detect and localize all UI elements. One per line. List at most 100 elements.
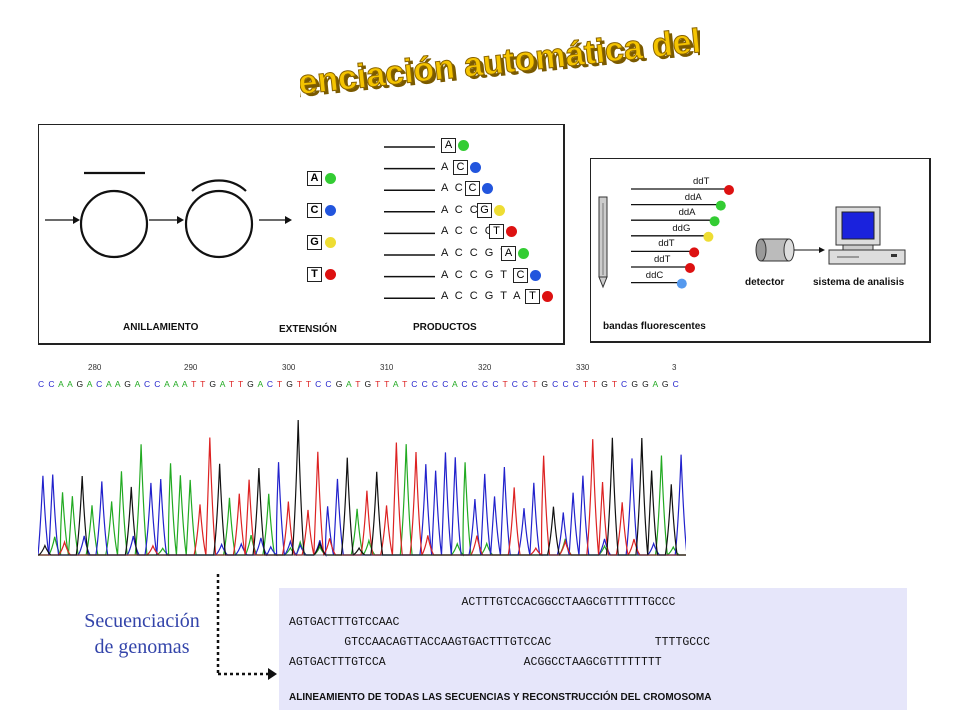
trace-c — [38, 452, 686, 557]
base-call: C — [154, 379, 165, 389]
base-call: T — [200, 379, 210, 389]
band-dot-icon — [703, 231, 714, 242]
base-call: G — [642, 379, 653, 389]
base-call: C — [471, 379, 483, 389]
page-title: Secuenciación automática del ADN Secuenc… — [215, 13, 787, 113]
base-call: A — [452, 379, 462, 389]
base-call: A — [181, 379, 192, 389]
base-call: G — [541, 379, 553, 389]
genome-alignment-box: ACTTTGTCCACGGCCTAAGCGTTTTTTGCCC AGTGACTT… — [279, 588, 907, 710]
terminal-base: T — [489, 224, 504, 240]
alignment-line: AGTGACTTTGTCCAAC — [289, 616, 400, 629]
fluorescent-dot-icon — [494, 204, 505, 216]
band-dot-icon — [715, 200, 726, 211]
base-call: T — [228, 379, 238, 389]
base-call: C — [266, 379, 277, 389]
annealed-primer — [191, 179, 247, 192]
product-sequence: A C C — [441, 203, 480, 216]
genome-sequencing-label: Secuenciación de genomas — [62, 608, 222, 660]
band-label: ddA — [684, 191, 702, 203]
annealing-label: ANILLAMIENTO — [123, 322, 199, 333]
base-call: G — [124, 379, 135, 389]
trace-a — [38, 444, 686, 557]
alignment-line: AGTGACTTTGTCCA ACGGCCTAAGCGTTTTTTTT — [289, 656, 662, 669]
template-circle-2 — [184, 189, 254, 259]
terminal-base: A — [501, 246, 516, 261]
base-call-sequence: C C A A G A C A A G A C C A A A T T G A … — [38, 379, 698, 393]
base-call: G — [661, 379, 673, 389]
base-call: C — [572, 379, 583, 389]
base-call: C — [143, 379, 155, 389]
band-dot-icon — [724, 185, 734, 195]
base-call: T — [611, 379, 622, 389]
base-call: C — [511, 379, 523, 389]
base-legend-t: T — [307, 267, 322, 282]
base-call: A — [58, 379, 68, 389]
alignment-line: ACTTTGTCCACGGCCTAAGCGTTTTTTGCCC — [289, 596, 676, 609]
base-call: T — [355, 379, 365, 389]
trace-g — [38, 419, 686, 556]
detector-label: detector — [745, 277, 785, 288]
system-label: sistema de analisis — [813, 277, 905, 288]
base-call: G — [335, 379, 347, 389]
ruler-number: 280 — [88, 363, 102, 372]
bands-label: bandas fluorescentes — [603, 321, 706, 332]
base-dot-icon — [325, 269, 336, 280]
alignment-caption: ALINEAMIENTO DE TODAS LAS SECUENCIAS Y R… — [289, 692, 712, 703]
computer-icon — [828, 206, 906, 265]
band-label: ddG — [672, 222, 691, 234]
terminal-base: C — [453, 159, 468, 175]
base-call: A — [392, 379, 403, 389]
base-call: A — [652, 379, 662, 389]
base-call: A — [164, 379, 173, 389]
base-call: G — [247, 379, 258, 389]
base-call: C — [431, 379, 443, 389]
band-dot-icon — [689, 247, 700, 258]
fluorescent-dot-icon — [470, 161, 481, 173]
base-call: C — [552, 379, 563, 389]
band-label: ddC — [645, 269, 664, 281]
ruler-number: 290 — [184, 363, 198, 372]
sequence-ruler: 280 290 300 310 320 330 3 — [38, 363, 698, 377]
detector-icon — [755, 238, 795, 262]
fluorescent-dot-icon — [482, 183, 493, 195]
ruler-number: 3 — [672, 363, 677, 372]
base-call: A — [219, 379, 229, 389]
terminal-base: C — [465, 181, 480, 197]
product-sequence: A C — [441, 182, 465, 195]
terminal-base: T — [525, 289, 540, 305]
fluorescent-dot-icon — [458, 140, 469, 151]
base-call: A — [257, 379, 267, 389]
genome-label-line2: de genomas — [94, 636, 190, 658]
template-circle-1 — [79, 189, 149, 259]
base-call: A — [346, 379, 356, 389]
base-call: G — [631, 379, 643, 389]
base-legend-g: G — [307, 235, 322, 250]
base-call: C — [482, 379, 493, 389]
base-call: C — [411, 379, 422, 389]
terminal-base: G — [477, 202, 492, 218]
base-call: A — [105, 379, 115, 389]
ruler-number: 320 — [478, 363, 492, 372]
base-dot-icon — [325, 237, 336, 248]
base-call: T — [296, 379, 306, 389]
base-call: A — [67, 379, 77, 389]
base-call: A — [86, 379, 97, 389]
base-call: G — [286, 379, 297, 389]
base-call: C — [38, 379, 49, 389]
terminal-base: C — [513, 267, 528, 283]
product-sequence: A C C G T A — [441, 268, 523, 281]
base-call: T — [582, 379, 592, 389]
base-call: G — [76, 379, 87, 389]
base-call: C — [672, 379, 680, 389]
base-call: G — [601, 379, 612, 389]
base-dot-icon — [325, 205, 336, 216]
base-call: C — [492, 379, 503, 389]
base-call: T — [502, 379, 512, 389]
title-text: Secuenciación automática del ADN — [300, 18, 700, 108]
base-call: T — [375, 379, 385, 389]
band-label: ddT — [654, 254, 671, 265]
ruler-number: 310 — [380, 363, 394, 372]
